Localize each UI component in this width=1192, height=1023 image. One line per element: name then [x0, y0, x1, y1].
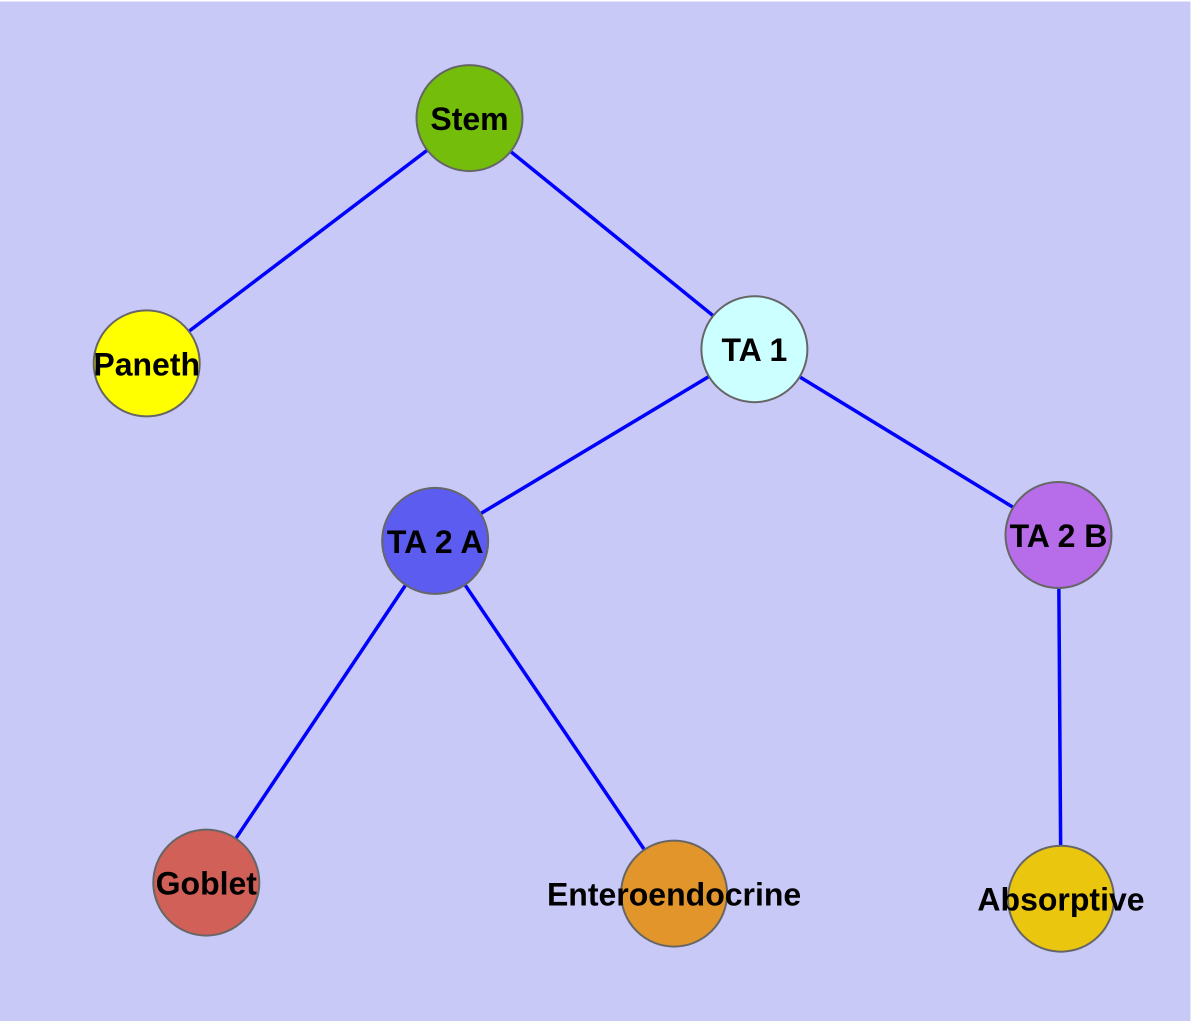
edge-stem-ta1 — [468, 116, 756, 351]
edge-stem-paneth — [145, 116, 471, 365]
node-label-ta1: TA 1 — [722, 332, 788, 368]
edge-ta2b-absorptive — [1056, 534, 1063, 899]
node-ta1 — [700, 295, 809, 404]
node-label-ta2b: TA 2 B — [1010, 518, 1108, 554]
node-label-stem: Stem — [430, 101, 508, 137]
edge-ta1-ta2b — [753, 347, 1060, 537]
node-label-absorptive: Absorptive — [977, 882, 1144, 918]
edges-layer — [145, 116, 1063, 899]
edge-ta2a-goblet — [204, 539, 437, 884]
edge-ta2a-enteroendocrine — [433, 539, 676, 895]
node-absorptive — [1007, 844, 1115, 953]
edge-ta1-ta2a — [434, 347, 756, 543]
node-ta2a — [381, 486, 490, 595]
node-label-paneth: Paneth — [93, 346, 200, 382]
node-ta2b — [1004, 481, 1113, 589]
node-paneth — [92, 309, 201, 418]
node-label-goblet: Goblet — [156, 866, 258, 902]
nodes-layer — [92, 64, 1115, 953]
node-label-ta2a: TA 2 A — [387, 524, 484, 560]
node-goblet — [152, 828, 261, 937]
node-label-enteroendocrine: Enteroendocrine — [547, 877, 801, 913]
node-stem — [415, 64, 524, 173]
node-enteroendocrine — [620, 839, 729, 948]
